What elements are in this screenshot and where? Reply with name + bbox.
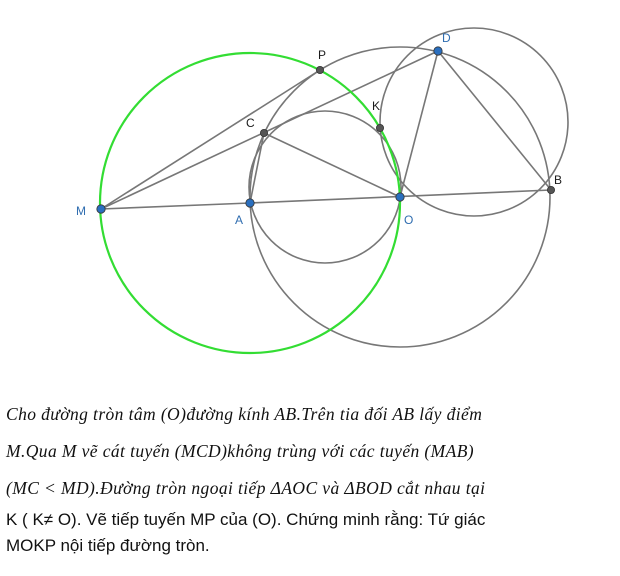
label-k: K (372, 99, 380, 113)
label-p: P (318, 48, 326, 62)
label-o: O (404, 213, 413, 227)
point-k (375, 124, 384, 133)
label-a: A (235, 213, 243, 227)
line-ca (249, 132, 265, 204)
circumcircle-bod (379, 27, 569, 217)
point-b (547, 185, 556, 194)
line-do (399, 50, 439, 198)
label-d: D (442, 31, 451, 45)
geometry-figure: M A O D B C P K (76, 27, 569, 355)
point-p (315, 66, 324, 75)
line-db (437, 50, 552, 191)
problem-line-2: M.Qua M vẽ cát tuyến (MCD)không trùng vớ… (6, 441, 475, 461)
point-o (395, 192, 405, 202)
point-c (259, 128, 268, 137)
circumcircle-aoc (248, 110, 402, 264)
line-co (263, 132, 401, 198)
problem-line-1: Cho đường tròn tâm (O)đường kính AB.Trên… (6, 404, 483, 424)
problem-line-5: MOKP nội tiếp đường tròn. (6, 536, 210, 555)
problem-statement: Cho đường tròn tâm (O)đường kính AB.Trên… (6, 396, 618, 559)
line-md (100, 50, 439, 210)
label-m: M (76, 204, 86, 218)
point-d (433, 46, 443, 56)
line-ma (100, 202, 251, 210)
problem-line-3: (MC < MD).Đường tròn ngoại tiếp ΔAOC và … (6, 478, 486, 498)
point-m (96, 204, 106, 214)
circle-mokp (98, 51, 402, 355)
line-mp (100, 69, 321, 210)
label-b: B (554, 173, 562, 187)
point-a (245, 198, 255, 208)
problem-line-4: K ( K≠ O). Vẽ tiếp tuyến MP của (O). Chứ… (6, 510, 486, 529)
label-c: C (246, 116, 255, 130)
